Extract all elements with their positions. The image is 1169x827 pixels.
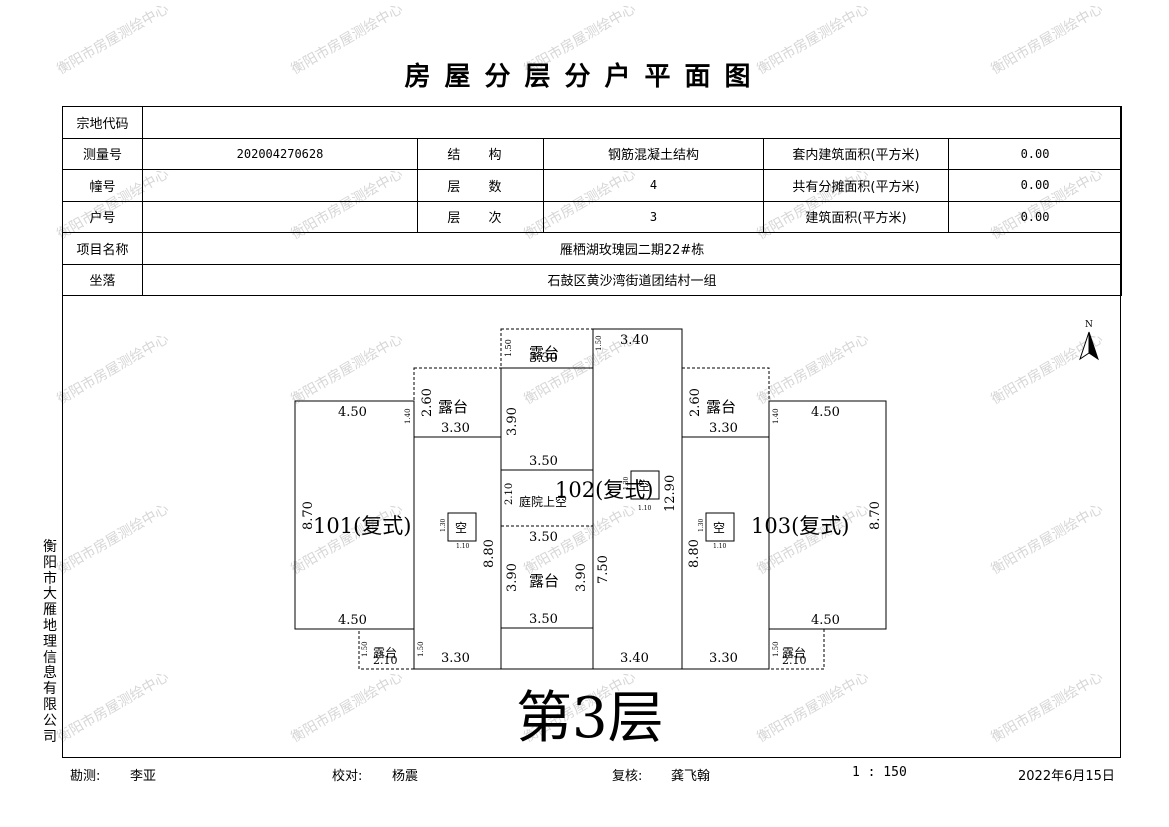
dim-label: 1.50 bbox=[417, 641, 425, 657]
unit-103-label: 103(复式) bbox=[751, 514, 849, 538]
dim-label: 8.80 bbox=[482, 539, 497, 568]
footer-jiaodui-label: 校对: bbox=[332, 769, 363, 784]
terrace-label: 露台 bbox=[438, 398, 468, 416]
terrace-103 bbox=[681, 367, 770, 438]
footer-date: 2022年6月15日 bbox=[1018, 769, 1115, 784]
void-label: 空 bbox=[455, 521, 467, 535]
jianzhu-label: 建筑面积(平方米) bbox=[763, 200, 949, 233]
terrace-label: 露台 bbox=[529, 572, 559, 590]
dim-label: 3.50 bbox=[529, 612, 558, 627]
dim-label: 1.40 bbox=[404, 408, 412, 424]
dim-label: 1.40 bbox=[772, 408, 780, 424]
dim-label: 3.90 bbox=[574, 563, 589, 592]
xiangmu-label: 项目名称 bbox=[62, 232, 143, 265]
dim-label: 3.40 bbox=[620, 651, 649, 666]
void-box-103 bbox=[705, 512, 735, 542]
terrace-label: 露台 bbox=[373, 645, 397, 660]
dim-label: 8.70 bbox=[301, 501, 316, 530]
north-label: N bbox=[1085, 320, 1093, 330]
jianzhu-value: 0.00 bbox=[947, 200, 1123, 233]
dim-label: 3.40 bbox=[620, 333, 649, 348]
terrace-label: 露台 bbox=[529, 344, 559, 362]
dim-label: 4.50 bbox=[811, 613, 840, 628]
unit-102-label: 102(复式) bbox=[555, 478, 653, 502]
terrace-101 bbox=[413, 367, 502, 438]
dim-label: 4.50 bbox=[338, 613, 367, 628]
cengshu-value: 4 bbox=[543, 169, 764, 202]
taonei-label: 套内建筑面积(平方米) bbox=[763, 137, 949, 170]
unit-103-outline bbox=[768, 400, 887, 630]
void-label: 空 bbox=[638, 479, 650, 493]
footer-fuhe-name: 龚飞翰 bbox=[671, 769, 711, 784]
dim-label: 2.10 bbox=[504, 483, 515, 505]
dim-label: 2.60 bbox=[688, 388, 703, 417]
dim-label: 3.90 bbox=[505, 563, 520, 592]
side-company-name: 衡阳市大雁地理信息有限公司 bbox=[43, 539, 57, 745]
dim-label: 2.10 bbox=[373, 654, 398, 667]
dim-label: 1.50 bbox=[595, 335, 603, 351]
dim-label: 3.50 bbox=[529, 530, 558, 545]
dim-label: 8.80 bbox=[687, 539, 702, 568]
terrace-label: 露台 bbox=[706, 398, 736, 416]
dim-label: 1.30 bbox=[698, 518, 705, 532]
void-box-102 bbox=[630, 470, 660, 500]
taonei-value: 0.00 bbox=[947, 137, 1123, 170]
void-label: 空 bbox=[713, 521, 725, 535]
dim-label: 1.10 bbox=[456, 543, 470, 550]
terrace-top bbox=[500, 328, 594, 369]
cengshu-label: 层 数 bbox=[417, 169, 544, 202]
dim-label: 3.30 bbox=[529, 351, 558, 366]
dim-label: 4.50 bbox=[811, 405, 840, 420]
dim-label: 12.90 bbox=[663, 475, 678, 512]
dim-label: 8.70 bbox=[868, 501, 883, 530]
table-row: 测量号 202004270628 结 构 钢筋混凝土结构 套内建筑面积(平方米)… bbox=[62, 137, 1123, 170]
terrace-bottom-right bbox=[768, 628, 825, 670]
void-box-101 bbox=[447, 512, 477, 542]
footer-fuhe-label: 复核: bbox=[612, 769, 643, 784]
zhuang-value bbox=[142, 169, 418, 202]
gongyou-value: 0.00 bbox=[947, 169, 1123, 202]
terrace-middle bbox=[500, 525, 594, 629]
dim-label: 1.10 bbox=[713, 543, 727, 550]
footer-kance-label: 勘测: bbox=[70, 769, 101, 784]
dim-label: 1.30 bbox=[623, 476, 630, 490]
dim-label: 3.30 bbox=[709, 421, 738, 436]
zhuang-label: 幢号 bbox=[62, 169, 143, 202]
north-arrow-icon: N bbox=[1079, 320, 1099, 361]
dim-label: 1.10 bbox=[638, 505, 652, 512]
dim-label: 1.30 bbox=[440, 518, 447, 532]
dim-label: 4.50 bbox=[338, 405, 367, 420]
dim-label: 1.50 bbox=[772, 641, 780, 657]
dim-label: 3.50 bbox=[529, 454, 558, 469]
zuoluo-value: 石鼓区黄沙湾街道团结村一组 bbox=[141, 263, 1123, 296]
terrace-label: 露台 bbox=[782, 645, 806, 660]
floor-label: 第3层 bbox=[516, 686, 664, 751]
terrace-bottom-left bbox=[358, 628, 415, 670]
dim-label: 2.10 bbox=[782, 654, 807, 667]
footer-scale: 1 : 150 bbox=[852, 765, 907, 780]
courtyard-label: 庭院上空 bbox=[519, 494, 567, 509]
table-row: 坐落 石鼓区黄沙湾街道团结村一组 bbox=[62, 263, 1123, 296]
info-table: 宗地代码 测量号 202004270628 结 构 钢筋混凝土结构 套内建筑面积… bbox=[62, 106, 1123, 296]
celiang-label: 测量号 bbox=[62, 137, 143, 170]
footer-kance-name: 李亚 bbox=[130, 769, 157, 784]
dim-label: 3.90 bbox=[505, 407, 520, 436]
dim-label: 1.50 bbox=[361, 641, 369, 657]
dim-label: 2.60 bbox=[420, 388, 435, 417]
page-title: 房屋分层分户平面图 bbox=[404, 62, 765, 92]
dim-label: 3.30 bbox=[709, 651, 738, 666]
dim-label: 3.30 bbox=[441, 651, 470, 666]
cengci-value: 3 bbox=[543, 200, 764, 233]
dim-label: 7.50 bbox=[596, 555, 611, 584]
jiegou-label: 结 构 bbox=[417, 137, 544, 170]
unit-101-label: 101(复式) bbox=[313, 514, 411, 538]
footer-jiaodui-name: 杨震 bbox=[392, 769, 419, 784]
dim-label: 1.50 bbox=[504, 339, 513, 357]
dim-label: 3.30 bbox=[441, 421, 470, 436]
table-row: 幢号 层 数 4 共有分摊面积(平方米) 0.00 bbox=[62, 169, 1123, 202]
